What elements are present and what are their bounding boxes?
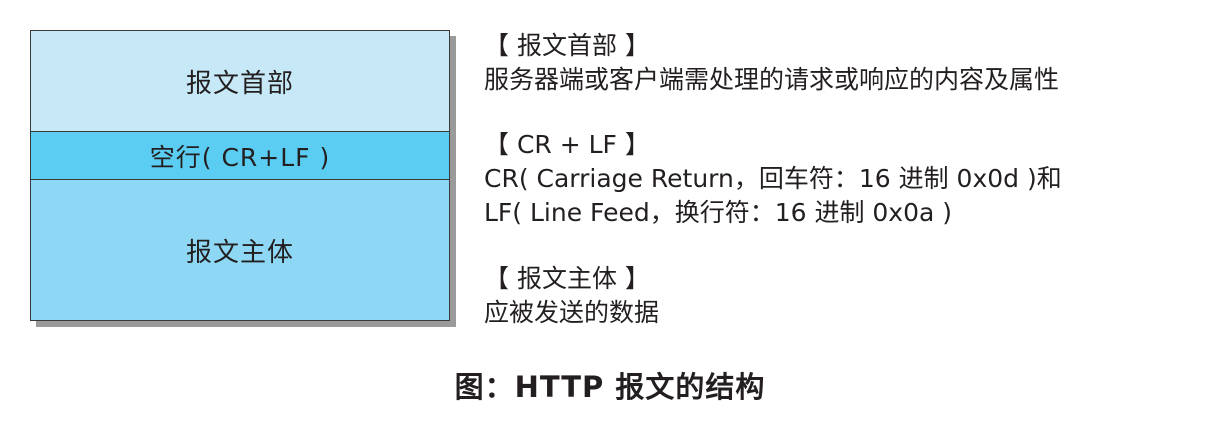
crlf-description: 【 CR + LF 】 CR( Carriage Return，回车符：16 进… [484,128,1062,230]
header-description: 【 报文首部 】 服务器端或客户端需处理的请求或响应的内容及属性 [484,29,1059,97]
header-description-line: 服务器端或客户端需处理的请求或响应的内容及属性 [484,65,1060,94]
body-block: 报文主体 [31,180,449,320]
header-block-label: 报文首部 [185,68,294,99]
body-block-label: 报文主体 [185,237,294,268]
body-description: 【 报文主体 】 应被发送的数据 [484,262,659,330]
crlf-block-label: 空行( CR+LF ) [149,142,331,172]
header-description-title: 【 报文首部 】 [484,31,650,60]
body-description-title: 【 报文主体 】 [484,264,650,293]
crlf-block: 空行( CR+LF ) [31,132,449,180]
header-block: 报文首部 [31,31,449,132]
figure-caption: 图：HTTP 报文的结构 [454,370,766,404]
crlf-description-title: 【 CR + LF 】 [484,130,650,159]
body-description-line: 应被发送的数据 [484,298,660,327]
http-message-diagram: 报文首部 空行( CR+LF ) 报文主体 [30,30,450,321]
crlf-description-line-cr: CR( Carriage Return，回车符：16 进制 0x0d )和 [484,164,1062,193]
crlf-description-line-lf: LF( Line Feed，换行符：16 进制 0x0a ) [484,198,953,227]
